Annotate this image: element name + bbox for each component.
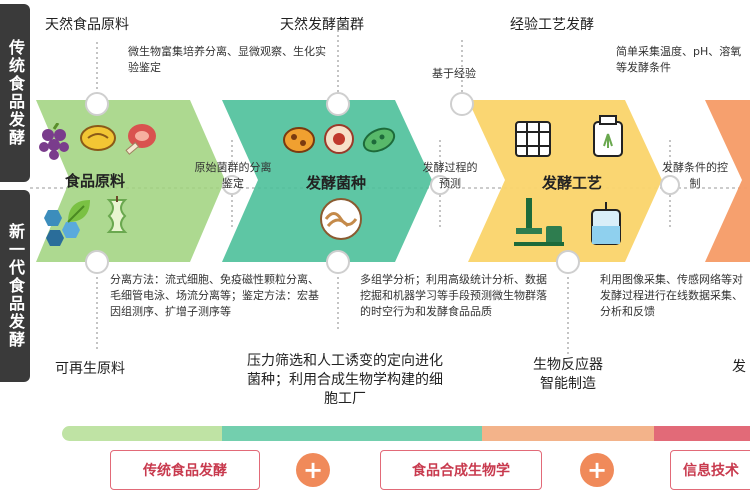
- heading-experience-process: 经验工艺发酵: [510, 17, 594, 33]
- heading-partial: 发: [732, 359, 746, 375]
- note-experience: 基于经验: [432, 67, 476, 80]
- bar-segment-next: [654, 426, 750, 441]
- cell-icon: [324, 124, 354, 154]
- information-technology-button[interactable]: 信息技术: [670, 450, 750, 490]
- grape-icon: [39, 123, 69, 160]
- plus-icon: +: [296, 453, 330, 487]
- barrel-icon: [515, 121, 551, 157]
- colony-icon: [320, 198, 362, 240]
- note-sampling: 简单采集温度、pH、溶氧等发酵条件: [616, 45, 742, 74]
- tank-icon: [593, 115, 623, 157]
- heading-natural-flora: 天然发酵菌群: [280, 17, 364, 33]
- stage-next-chevron: [705, 100, 750, 262]
- stage-label-raw: 食品原料: [65, 172, 126, 190]
- bar-segment-process: [482, 426, 654, 441]
- note-flora-identification: 原始菌群的分离鉴定: [194, 161, 272, 190]
- note-condition-control: 发酵条件的控制: [662, 161, 728, 190]
- synthetic-biology-button[interactable]: 食品合成生物学: [380, 450, 542, 490]
- bar-segment-strain: [222, 426, 482, 441]
- plus-icon-2: +: [580, 453, 614, 487]
- stage-label-process: 发酵工艺: [542, 174, 603, 192]
- bean-icon: [80, 125, 116, 151]
- leaf-icon: [67, 200, 90, 223]
- note-process-prediction: 发酵过程的预测: [422, 161, 478, 190]
- heading-renewable-raw: 可再生原料: [55, 361, 125, 377]
- note-omics-analysis: 多组学分析；利用高级统计分析、数据挖掘和机器学习等手段预测微生物群落的时空行为和…: [360, 273, 547, 318]
- traditional-fermentation-button[interactable]: 传统食品发酵: [110, 450, 260, 490]
- note-imaging-feedback: 利用图像采集、传感网络等对发酵过程进行在线数据采集、分析和反馈: [600, 273, 743, 318]
- note-microbe-isolation: 微生物富集培养分离、显微观察、生化实验鉴定: [128, 45, 326, 74]
- pipette-icon: [514, 198, 564, 246]
- heading-bioreactor: 生物反应器智能制造: [533, 357, 603, 392]
- stage-label-strain: 发酵菌种: [306, 174, 367, 192]
- microbe-icon: [362, 127, 396, 153]
- hexagon-icon: [44, 210, 80, 246]
- side-tab-new-generation: 新一代食品发酵: [0, 190, 30, 382]
- bacteria-icon: [283, 127, 315, 153]
- heading-directed-evolution: 压力筛选和人工诱变的定向进化菌种；利用合成生物学构建的细胞工厂: [247, 353, 443, 407]
- heading-natural-raw: 天然食品原料: [45, 17, 129, 33]
- note-separation-methods: 分离方法：流式细胞、免疫磁性颗粒分离、毛细管电泳、场流分离等；鉴定方法：宏基因组…: [110, 273, 319, 318]
- meat-icon: [125, 124, 156, 155]
- side-tab-traditional: 传统食品发酵: [0, 4, 30, 182]
- flask-icon: [591, 202, 621, 245]
- bar-segment-raw: [62, 426, 222, 441]
- apple-core-icon: [106, 196, 128, 233]
